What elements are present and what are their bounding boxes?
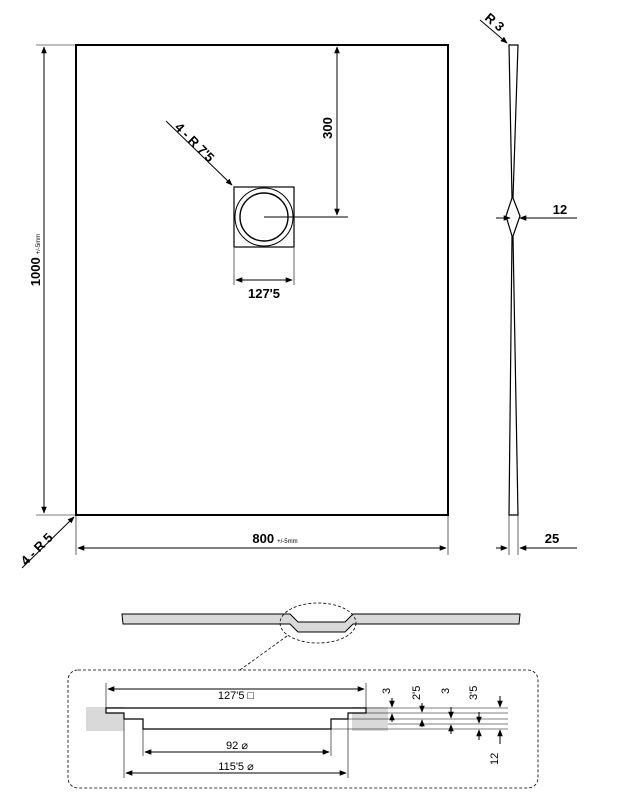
- side-view: R 3 12 25: [479, 10, 577, 555]
- width-label: 800+/-5mm: [252, 531, 297, 546]
- depth-2-label: 2'5: [411, 686, 423, 700]
- detail-view: 127'5 □ 92 ⌀ 115'5 ⌀ 3 2'5 3 3'5: [67, 669, 539, 789]
- drain-flange: [105, 707, 367, 730]
- drain-thickness-label: 12: [553, 202, 567, 217]
- drain-offset-label: 300: [320, 117, 335, 139]
- corner-radius-leader: [21, 516, 75, 569]
- width-value: 800: [252, 531, 274, 546]
- length-tolerance: +/-5mm: [36, 234, 42, 255]
- detail-callout-leader: [239, 635, 288, 671]
- inner-diameter-label: 92 ⌀: [226, 740, 248, 752]
- depth-4-label: 3'5: [468, 686, 480, 700]
- side-profile: [505, 44, 521, 516]
- depth-1-label: 3: [381, 688, 393, 694]
- section-profile: [121, 613, 521, 633]
- detail-frame: [67, 669, 539, 789]
- drain-radius-leader: [165, 120, 233, 186]
- edge-thickness-label: 25: [545, 531, 559, 546]
- width-tolerance: +/-5mm: [277, 539, 298, 545]
- drain-width-label: 127'5: [248, 286, 280, 301]
- length-label: 1000 +/-5mm: [28, 234, 43, 286]
- length-value: 1000: [28, 257, 43, 286]
- corner-radius-label: 4 - R 5: [18, 530, 56, 568]
- grate-size-label: 127'5 □: [218, 690, 255, 702]
- outer-diameter-label: 115'5 ⌀: [218, 761, 254, 773]
- detail-callout-ellipse: [279, 602, 357, 644]
- depth-3-label: 3: [440, 688, 452, 694]
- depth-total-label: 12: [489, 753, 501, 765]
- plan-view: 300 127'5 4 - R 7'5 1000+/-5mm 800+/-5mm…: [18, 44, 449, 569]
- edge-radius-leader: [479, 19, 508, 44]
- section-view: [121, 602, 521, 671]
- edge-radius-label: R 3: [482, 10, 507, 34]
